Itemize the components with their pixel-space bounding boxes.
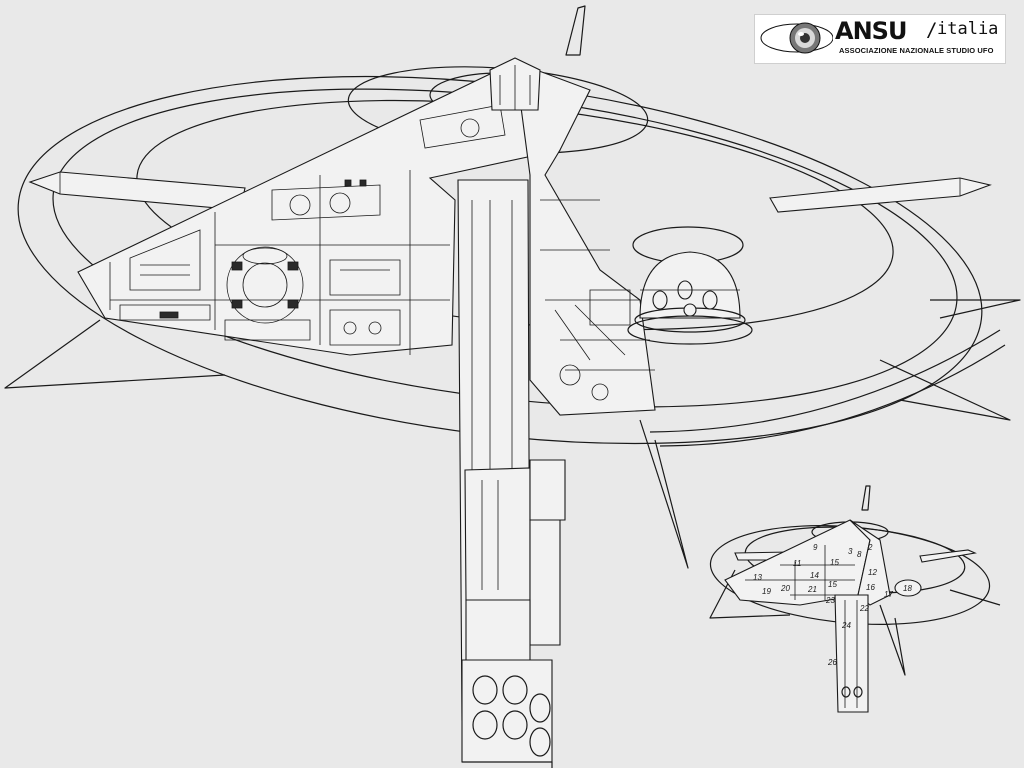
leg-center <box>639 419 689 569</box>
key-label: 9 <box>813 543 818 552</box>
central-column <box>457 179 566 768</box>
key-label: 11 <box>793 559 801 568</box>
key-label: 15 <box>828 580 837 589</box>
key-label: 2 <box>867 543 873 552</box>
key-label: 12 <box>868 568 877 577</box>
key-label: 8 <box>857 550 862 559</box>
key-label: 24 <box>841 621 851 630</box>
key-diagram: 9 2 8 3 11 13 14 15 21 15 20 19 23 12 16… <box>709 485 1001 713</box>
key-right-section <box>849 519 891 606</box>
key-label: 22 <box>859 604 869 613</box>
leg-left <box>4 319 226 389</box>
ansu-logo[interactable]: ANSU / italia ASSOCIAZIONE NAZIONALE STU… <box>754 14 1006 64</box>
key-label: 17 <box>884 590 893 599</box>
right-fin <box>769 177 992 213</box>
leg-right <box>879 359 1011 421</box>
left-interior-equipment <box>109 104 506 355</box>
right-interior-equipment <box>540 199 655 401</box>
key-label: 19 <box>762 587 771 596</box>
logo-separator: / <box>926 19 938 41</box>
key-label: 20 <box>780 584 790 593</box>
key-label: 13 <box>753 573 762 582</box>
key-label: 21 <box>807 585 817 594</box>
observation-dome <box>627 226 753 345</box>
key-label: 3 <box>848 547 853 556</box>
key-right-fin <box>919 549 977 563</box>
top-antenna <box>565 5 586 56</box>
column-base <box>461 659 553 763</box>
key-label: 14 <box>810 571 819 580</box>
key-dome <box>894 579 922 597</box>
key-label: 15 <box>830 558 839 567</box>
key-label: 26 <box>827 658 837 667</box>
main-cutaway <box>4 5 1021 768</box>
key-label: 18 <box>903 584 912 593</box>
key-antenna <box>861 485 871 511</box>
globe-icon <box>760 22 833 54</box>
logo-suffix: italia <box>937 19 999 39</box>
key-column <box>834 594 869 713</box>
key-label: 23 <box>825 596 835 605</box>
logo-brand: ANSU <box>835 17 907 45</box>
logo-subtitle: ASSOCIAZIONE NAZIONALE STUDIO UFO <box>839 46 994 55</box>
key-label: 16 <box>866 583 875 592</box>
disc-underside <box>649 329 1001 433</box>
